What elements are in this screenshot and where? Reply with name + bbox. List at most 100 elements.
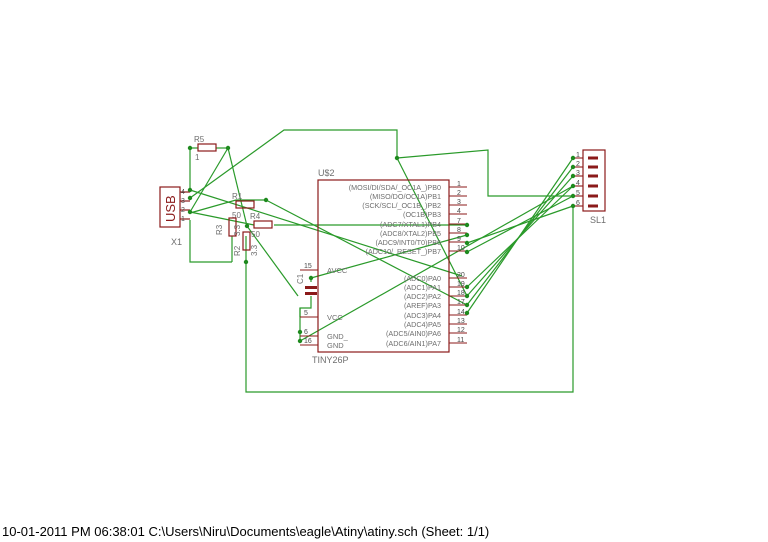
- resistor-r2: R2 3.3: [233, 231, 259, 256]
- ic-pin-number: 8: [457, 227, 461, 234]
- ic-pin-label: (ADC8/XTAL2)PB5: [380, 229, 441, 238]
- r4-name: R4: [250, 212, 261, 221]
- sl1-pin-contact: [588, 174, 598, 178]
- junction: [297, 329, 303, 335]
- ic-pin-number: 16: [304, 338, 312, 345]
- c1-plate-top: [305, 286, 317, 289]
- junction: [570, 193, 576, 199]
- r5-name: R5: [194, 135, 205, 144]
- ic-pin-number: 3: [457, 199, 461, 206]
- ic-pin-label: (SCK/SCL/_OC1B_)PB2: [362, 201, 441, 210]
- junction: [297, 338, 303, 344]
- x1-label: USB: [163, 195, 178, 222]
- junction: [263, 197, 269, 203]
- x1-pin2: 2: [181, 207, 185, 214]
- ic-pin-number: 11: [457, 337, 464, 344]
- resistor-r1: R1 50: [232, 192, 255, 220]
- r3-name: R3: [215, 224, 224, 235]
- ic-pin-number: 13: [457, 318, 465, 325]
- junction: [464, 240, 470, 246]
- net-avcc: [310, 234, 468, 279]
- ic-pin-number: 10: [457, 245, 465, 252]
- junction: [464, 302, 470, 308]
- net-gnd-sl: [299, 185, 574, 342]
- ic-pin-number: 17: [457, 299, 465, 306]
- sl1-pin-number: 6: [576, 200, 580, 207]
- junction: [570, 173, 576, 179]
- junction: [308, 275, 314, 281]
- net-r5-diag: [189, 147, 229, 213]
- x1-pin3: 3: [181, 198, 185, 205]
- ic-pin-label: (ADC6/AIN1)PA7: [386, 339, 441, 348]
- net-x1-gnd: [189, 220, 232, 263]
- junction: [225, 145, 231, 151]
- ic-pin-label: GND_: [327, 332, 349, 341]
- sl1-pin-number: 2: [576, 161, 580, 168]
- junction: [187, 195, 193, 201]
- sl1-pin-contact: [588, 165, 598, 169]
- r5-body: [197, 143, 217, 152]
- r2-name: R2: [233, 245, 242, 256]
- junction: [570, 164, 576, 170]
- ic-pin-label: (MISO/DO/OC1A)PB1: [370, 192, 441, 201]
- ic-pin-label: (ADC7/XTAL1)PB4: [380, 220, 441, 229]
- x1-pin4: 4: [181, 189, 185, 196]
- sl1-pin-number: 3: [576, 170, 580, 177]
- junction: [243, 259, 249, 265]
- ic-pin-label: (ADC9/INT0/T0)PB6: [375, 238, 441, 247]
- x1-name: X1: [171, 237, 182, 247]
- ic-pin-label: (ADC0)PA0: [404, 274, 441, 283]
- ic-value: TINY26P: [312, 355, 349, 365]
- junction: [244, 223, 250, 229]
- ic-pin-number: 5: [304, 310, 308, 317]
- net-x1-r4: [189, 211, 255, 226]
- x1-pin1: 1: [181, 216, 185, 223]
- junction: [570, 183, 576, 189]
- ic-pin-number: 9: [457, 236, 461, 243]
- r3-value: 3.3: [233, 224, 242, 236]
- r4-body: [253, 220, 273, 229]
- resistor-r3: R3 3.3: [215, 217, 242, 237]
- sl1-pin-number: 5: [576, 190, 580, 197]
- ic-pin-number: 1: [457, 181, 461, 188]
- net-x1-pin4: [189, 189, 463, 277]
- net-r5-down: [227, 147, 248, 227]
- net-r4-c1: [246, 225, 299, 297]
- junction: [464, 310, 470, 316]
- ic-pin-label: (ADC3)PA4: [404, 311, 441, 320]
- ic-pin-label: (ADC4)PA5: [404, 320, 441, 329]
- junction: [570, 203, 576, 209]
- junction: [464, 232, 470, 238]
- junction: [187, 187, 193, 193]
- net-c1-bot: [299, 296, 312, 332]
- sl1-name: SL1: [590, 215, 606, 225]
- ic-pin-number: 7: [457, 218, 461, 225]
- ic-body: [317, 179, 450, 353]
- sl1-pin-number: 4: [576, 180, 580, 187]
- x1-body: [159, 186, 181, 228]
- sl1-pin-number: 1: [576, 152, 580, 159]
- junctions: [187, 145, 576, 344]
- resistor-r4: R4 50: [250, 212, 273, 239]
- net-r2-down: [245, 206, 574, 393]
- sl1-pins: 1 2 3 4 5 6: [573, 152, 598, 208]
- r5-value: 1: [195, 153, 200, 162]
- junction: [464, 284, 470, 290]
- c1-name: C1: [296, 273, 305, 284]
- ic-pin-label: (OC1B)PB3: [403, 210, 441, 219]
- net-r1-pa3: [265, 199, 468, 306]
- r1-name: R1: [232, 192, 243, 201]
- junction: [187, 145, 193, 151]
- x1-pin-stubs: [180, 191, 190, 220]
- ic-pin-label: (ADC1)PA1: [404, 283, 441, 292]
- net-r1: [189, 199, 266, 214]
- c1-plate-bottom: [305, 292, 317, 295]
- ic-pin-label: GND: [327, 341, 344, 350]
- sl1-body: [582, 149, 606, 212]
- ic-pin-number: 14: [457, 309, 465, 316]
- ic-pin-number: 12: [457, 327, 465, 334]
- connector-sl1: 1 2 3 4 5 6 SL1: [573, 149, 606, 225]
